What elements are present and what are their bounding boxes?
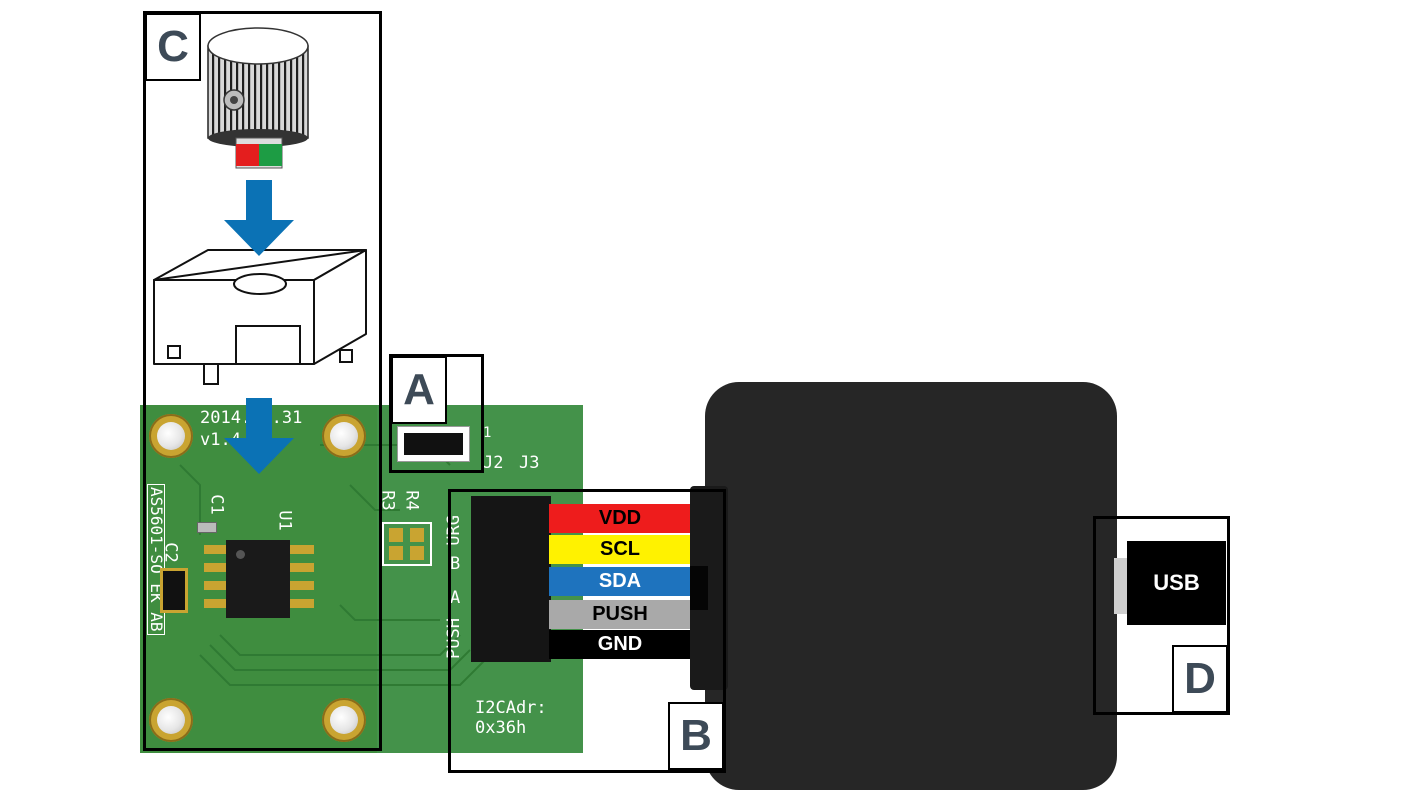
wire-vdd: VDD [549, 504, 691, 533]
ic-pin [204, 545, 228, 554]
header-label-b: B [450, 554, 461, 574]
resistor-r3-r4 [382, 522, 432, 566]
ic-pin [204, 563, 228, 572]
mounting-hole [322, 698, 366, 742]
usb-dongle [705, 382, 1117, 790]
callout-box-c [143, 11, 382, 751]
pad [389, 546, 403, 560]
capacitor-c2 [160, 568, 188, 613]
header-label-a: A [450, 588, 461, 608]
pad [410, 528, 424, 542]
wire-scl: SCL [549, 535, 691, 564]
ic-pin [290, 545, 314, 554]
knob-illustration [207, 27, 309, 169]
jumper-cap [404, 433, 463, 455]
wire-sda: SDA [549, 567, 691, 596]
dongle-connector-slot [690, 566, 708, 610]
mounting-hole [149, 698, 193, 742]
label-j3: J3 [519, 453, 540, 473]
wire-vdd-label: VDD [598, 507, 642, 529]
ic-pin [290, 599, 314, 608]
arrow-down-icon [224, 398, 294, 474]
wire-gnd-label: GND [597, 633, 643, 655]
capacitor-c1 [197, 522, 217, 533]
magnet-holder [153, 249, 367, 385]
usb-plug-metal [1114, 558, 1128, 614]
callout-label-c: C [145, 13, 201, 81]
pad [389, 528, 403, 542]
ic-pin [204, 581, 228, 590]
mounting-hole [322, 414, 366, 458]
label-j2: J2 [483, 453, 504, 473]
ic-pin [290, 563, 314, 572]
label-j1-marker: 1 [483, 425, 492, 441]
i2c-label: I2CAdr: [475, 698, 547, 718]
usb-plug: USB [1127, 541, 1226, 625]
callout-box-d [1093, 516, 1230, 715]
ic-pin [290, 581, 314, 590]
arrow-down-icon [224, 180, 294, 256]
wire-push: PUSH [549, 600, 691, 629]
i2c-address: 0x36h [475, 718, 527, 738]
ic-pin [204, 599, 228, 608]
ic-pin1-dot [236, 550, 245, 559]
wire-sda-label: SDA [598, 570, 642, 592]
ic-u1 [226, 540, 290, 618]
mounting-hole [149, 414, 193, 458]
callout-label-a: A [391, 356, 447, 424]
pad [410, 546, 424, 560]
callout-box-a [389, 354, 484, 473]
label-r4: R4 [401, 490, 422, 511]
callout-label-b: B [668, 702, 724, 770]
callout-label-d: D [1172, 645, 1228, 713]
wire-scl-label: SCL [600, 538, 640, 560]
wire-gnd: GND [549, 630, 691, 659]
usb-label: USB [1153, 570, 1200, 595]
wire-push-label: PUSH [592, 603, 648, 625]
header-connector [471, 496, 551, 662]
callout-box-b [448, 489, 726, 773]
jumper-j1 [397, 426, 470, 462]
